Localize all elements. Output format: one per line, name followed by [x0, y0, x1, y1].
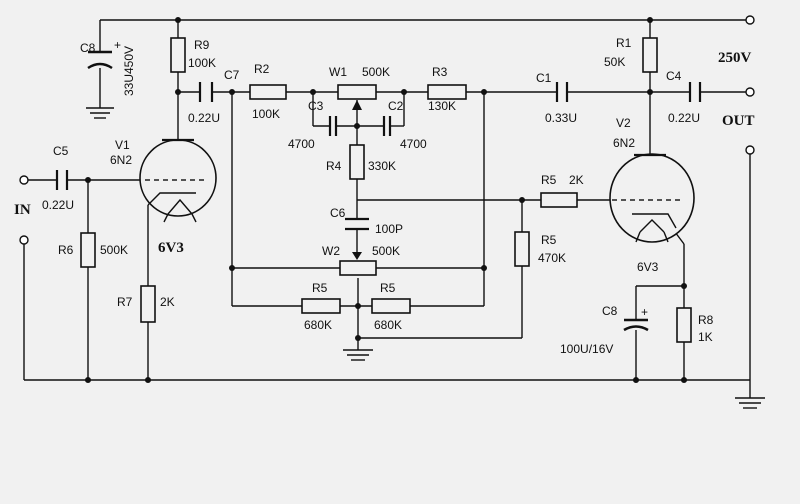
- r8-ref: R8: [698, 313, 714, 327]
- w2-ref: W2: [322, 244, 340, 258]
- r5-2k-value: 2K: [569, 173, 584, 187]
- r5-left-ref: R5: [312, 281, 328, 295]
- potentiometer-w1: [337, 84, 377, 110]
- v1-heater: 6V3: [158, 240, 184, 256]
- r5-470k-value: 470K: [538, 251, 566, 265]
- c5-ref: C5: [53, 144, 69, 158]
- capacitor-c8-cathode: +: [623, 305, 649, 332]
- v2-type: 6N2: [613, 136, 635, 150]
- c4-value: 0.22U: [668, 111, 700, 125]
- r9-value: 100K: [188, 56, 216, 70]
- c1-ref: C1: [536, 71, 552, 85]
- potentiometer-w2: [339, 252, 377, 276]
- capacitor-c4: [688, 82, 702, 102]
- r2-value: 100K: [252, 107, 280, 121]
- junction-dots: [85, 17, 687, 383]
- r5-2k-ref: R5: [541, 173, 557, 187]
- c3-value: 4700: [288, 137, 315, 151]
- resistor-r2: [249, 84, 287, 100]
- resistor-r4: [349, 144, 365, 180]
- capacitor-c5: [55, 170, 69, 190]
- w1-ref: W1: [329, 65, 347, 79]
- capacitor-c8-filter: +: [87, 38, 121, 70]
- resistor-r8: [676, 307, 692, 343]
- r5-left-value: 680K: [304, 318, 332, 332]
- c2-value: 4700: [400, 137, 427, 151]
- tube-v2: [609, 153, 695, 243]
- c6-ref: C6: [330, 206, 346, 220]
- capacitor-c6: [345, 217, 369, 231]
- resistor-r1: [642, 37, 658, 73]
- tube-v1: [139, 138, 217, 223]
- ground-symbol-left: [86, 107, 114, 119]
- polarity-mark: +: [641, 305, 648, 319]
- r7-ref: R7: [117, 295, 133, 309]
- r3-ref: R3: [432, 65, 448, 79]
- r8-value: 1K: [698, 330, 713, 344]
- resistor-r5-680k-left: [301, 298, 341, 314]
- v2-ref: V2: [616, 116, 631, 130]
- v1-ref: V1: [115, 138, 130, 152]
- capacitor-c1: [555, 82, 569, 102]
- in-terminal: [19, 175, 29, 185]
- r1-ref: R1: [616, 36, 632, 50]
- r6-value: 500K: [100, 243, 128, 257]
- r4-value: 330K: [368, 159, 396, 173]
- c7-value: 0.22U: [188, 111, 220, 125]
- c8-filter-value: 33U450V: [122, 46, 136, 96]
- c8-cathode-value: 100U/16V: [560, 342, 613, 356]
- in-label: IN: [14, 202, 31, 218]
- ground-symbol-center: [343, 349, 373, 361]
- resistor-r3: [427, 84, 467, 100]
- resistor-r9: [170, 37, 186, 73]
- c8-filter-ref: C8: [80, 41, 96, 55]
- c4-ref: C4: [666, 69, 682, 83]
- c2-ref: C2: [388, 99, 404, 113]
- ground-symbol-right: [735, 397, 765, 409]
- c6-value: 100P: [375, 222, 403, 236]
- out-terminal: [745, 87, 755, 97]
- r7-value: 2K: [160, 295, 175, 309]
- out-label: OUT: [722, 113, 755, 129]
- resistor-r5-2k: [540, 192, 578, 208]
- b-plus-terminal: [745, 15, 755, 25]
- in-ground-terminal: [19, 235, 29, 245]
- resistor-r7: [140, 285, 156, 323]
- capacitor-c7: [198, 82, 214, 102]
- w1-value: 500K: [362, 65, 390, 79]
- r5-470k-ref: R5: [541, 233, 557, 247]
- polarity-mark: +: [114, 38, 121, 52]
- c5-value: 0.22U: [42, 198, 74, 212]
- r5-right-ref: R5: [380, 281, 396, 295]
- r2-ref: R2: [254, 62, 270, 76]
- capacitor-c3: [328, 116, 338, 136]
- r9-ref: R9: [194, 38, 210, 52]
- v2-heater: 6V3: [637, 260, 659, 274]
- supply-voltage-label: 250V: [718, 50, 752, 66]
- c8-cathode-ref: C8: [602, 304, 618, 318]
- resistor-r5-470k: [514, 231, 530, 267]
- terminals: [19, 15, 755, 245]
- r3-value: 130K: [428, 99, 456, 113]
- capacitor-c2: [382, 116, 392, 136]
- w2-value: 500K: [372, 244, 400, 258]
- resistor-r5-680k-right: [371, 298, 411, 314]
- r4-ref: R4: [326, 159, 342, 173]
- r6-ref: R6: [58, 243, 74, 257]
- c1-value: 0.33U: [545, 111, 577, 125]
- out-ground-terminal: [745, 145, 755, 155]
- v1-type: 6N2: [110, 153, 132, 167]
- resistor-r6: [80, 232, 96, 268]
- c7-ref: C7: [224, 68, 240, 82]
- r5-right-value: 680K: [374, 318, 402, 332]
- r1-value: 50K: [604, 55, 625, 69]
- c3-ref: C3: [308, 99, 324, 113]
